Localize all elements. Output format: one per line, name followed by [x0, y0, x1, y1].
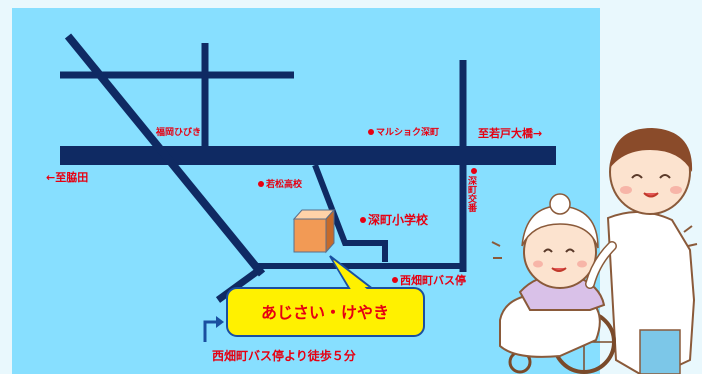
marker-dot — [392, 277, 398, 283]
school-street — [312, 163, 388, 262]
label-fukuoka-hibiki: 福岡ひびき — [156, 128, 202, 138]
lower-connector — [215, 265, 265, 303]
label-walk-note: 西畑町バス停より徒歩５分 — [212, 349, 356, 363]
label-marushoku: マルショク深町 — [368, 128, 439, 138]
marker-dot — [470, 168, 477, 174]
label-to-wakato-bridge: 至若戸大橋→ — [478, 127, 543, 140]
marker-dot — [368, 128, 374, 135]
diagonal-road — [64, 33, 266, 277]
label-to-wakimachi: ←至脇田 — [46, 171, 89, 184]
caregiver-and-elderly-in-wheelchair-illustration — [491, 128, 698, 374]
facility-callout: あじさい・けやき — [226, 255, 425, 337]
turn-arrow-icon — [203, 316, 224, 342]
marker-dot — [360, 216, 366, 223]
label-wakamatsu-high: 若松高校 — [258, 180, 302, 190]
orange-cube-building-icon — [292, 208, 336, 254]
facility-name-label: あじさい・けやき — [261, 303, 389, 322]
label-fukamachi-elementary: 深町小学校 — [360, 214, 428, 226]
label-koban: 深町交番 — [466, 168, 477, 212]
marker-dot — [258, 180, 264, 187]
label-nishibata-bus-stop: 西畑町バス停 — [392, 275, 466, 286]
roads — [60, 33, 556, 303]
main-road — [60, 146, 556, 165]
